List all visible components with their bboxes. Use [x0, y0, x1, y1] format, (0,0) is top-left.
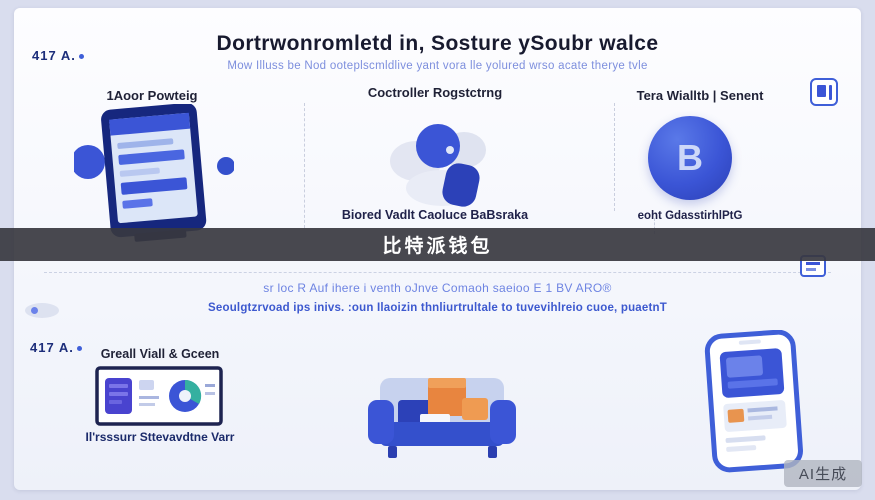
person-illustration — [390, 124, 486, 207]
pebble-decoration-icon — [25, 303, 59, 318]
vertical-dashed-divider-right — [614, 103, 615, 211]
horizontal-dashed-divider — [44, 272, 831, 273]
vertical-dashed-tick — [654, 218, 655, 234]
brand-logo-bottom: 417 A. — [30, 340, 82, 355]
brand-logo-top-text: 417 A. — [32, 48, 76, 63]
page-title: Dortrwonromletd in, Sosture ySoubr walce — [216, 32, 659, 55]
bottom-col1-label: Greall Viall & Gceen — [100, 347, 220, 361]
top-col3-label: Tera Wialltb | Senent — [636, 88, 764, 103]
logo-dot-icon — [78, 54, 84, 60]
top-col2-label: Coctroller Rogstctrng — [367, 85, 503, 100]
middle-text-line2: Seoulgtzrvoad ips inivs. :oun Ilaoizin t… — [208, 302, 667, 314]
note-line-icon — [806, 262, 820, 265]
dashboard-chart-illustration — [95, 366, 223, 426]
bottom-col1-caption: Il'rsssurr Sttevavdtne Varr — [85, 430, 235, 444]
pebble-dot-icon — [31, 307, 38, 314]
app-badge-icon — [810, 78, 838, 106]
mobile-app-illustration — [704, 330, 803, 473]
title-banner: 比特派钱包 — [0, 228, 875, 261]
badge-glyph-bar — [829, 85, 832, 100]
coin-letter: B — [677, 137, 703, 178]
top-col1-label: 1Aoor Powteig — [106, 88, 198, 103]
middle-text-line1: sr loc R Auf ihere i venth oJnve Comaoh … — [263, 281, 612, 295]
top-col2-caption: Biored Vadlt Caoluce BaBsraka — [341, 208, 529, 222]
banner-text: 比特派钱包 — [382, 236, 493, 257]
page-subtitle: Mow Illuss be Nod ooteplscmldlive yant v… — [227, 60, 648, 72]
ai-watermark-text: AI生成 — [798, 466, 848, 483]
ai-watermark-badge: AI生成 — [784, 460, 862, 487]
badge-glyph — [817, 85, 826, 97]
top-col3-caption: eoht GdasstirhlPtG — [637, 210, 743, 222]
brand-logo-bottom-text: 417 A. — [30, 340, 74, 355]
vertical-dashed-divider-left — [304, 103, 305, 228]
logo-dot-icon — [76, 346, 82, 352]
note-line-icon — [806, 268, 816, 271]
couch-illustration — [368, 378, 516, 458]
coin-token-illustration: B — [648, 116, 732, 200]
phone-illustration — [74, 104, 234, 242]
brand-logo-top: 417 A. — [32, 48, 84, 63]
